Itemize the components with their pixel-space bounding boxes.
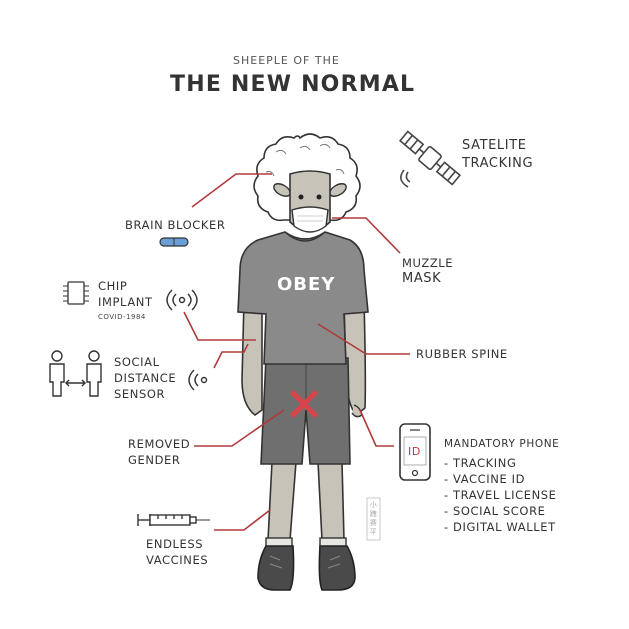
label-endless-vaccines: ENDLESS VACCINES — [146, 536, 208, 568]
label-line: MUZZLE — [402, 256, 454, 270]
shorts — [260, 357, 351, 465]
figure — [237, 133, 369, 591]
list-item: - SOCIAL SCORE — [444, 504, 546, 518]
phone-id-text: ID — [408, 445, 421, 458]
label-removed-gender: REMOVED GENDER — [128, 436, 190, 468]
label-satelite: SATELITE TRACKING — [462, 137, 533, 173]
left-arm — [241, 299, 263, 416]
phone-features-list: - TRACKING - VACCINE ID - TRAVEL LICENSE… — [444, 455, 557, 535]
left-shoe — [257, 545, 295, 591]
right-shoe — [318, 545, 356, 591]
shirt — [237, 231, 369, 365]
label-line: SENSOR — [114, 387, 166, 401]
label-line: SOCIAL — [114, 355, 160, 369]
label-line: VACCINES — [146, 553, 209, 567]
label-line: IMPLANT — [98, 295, 153, 309]
wireless-signal-icon — [166, 289, 198, 311]
list-item: - DIGITAL WALLET — [444, 520, 556, 534]
chip-icon — [63, 281, 89, 305]
pill-icon — [159, 237, 189, 247]
page-title: THE NEW NORMAL — [170, 72, 416, 97]
label-line: ENDLESS — [146, 537, 204, 551]
artist-stamp — [366, 497, 381, 541]
smartphone-icon — [399, 423, 431, 481]
list-item: - TRAVEL LICENSE — [444, 488, 557, 502]
leader-lines — [183, 173, 410, 531]
label-brain-blocker: BRAIN BLOCKER — [125, 218, 226, 232]
label-line: MASK — [402, 271, 442, 286]
list-item: - TRACKING — [444, 456, 517, 470]
label-muzzle-mask: MUZZLE MASK — [402, 255, 453, 287]
label-line: DISTANCE — [114, 371, 177, 385]
face-mask — [291, 206, 329, 233]
label-line: CHIP — [98, 279, 128, 293]
distance-people-icon — [49, 350, 102, 397]
label-line: SATELITE — [462, 138, 527, 153]
label-mandatory-phone: MANDATORY PHONE — [444, 438, 560, 450]
label-social-distance: SOCIAL DISTANCE SENSOR — [114, 354, 176, 402]
red-x-mark — [290, 390, 318, 418]
satellite-icon — [398, 130, 462, 188]
artist-stamp-text: 小跩赛平 — [369, 501, 378, 536]
label-chip-implant: CHIP IMPLANT — [98, 278, 153, 310]
label-line: TRACKING — [462, 156, 534, 171]
syringe-icon — [137, 514, 210, 526]
label-line: REMOVED — [128, 437, 191, 451]
label-line: GENDER — [128, 453, 181, 467]
shirt-text: OBEY — [277, 274, 336, 295]
wireless-signal-icon — [188, 369, 208, 391]
label-rubber-spine: RUBBER SPINE — [416, 347, 508, 361]
subtitle: SHEEPLE OF THE — [233, 54, 340, 67]
list-item: - VACCINE ID — [444, 472, 526, 486]
label-chip-note: COVID-1984 — [98, 313, 146, 321]
right-leg — [317, 461, 345, 541]
left-leg — [267, 461, 297, 541]
